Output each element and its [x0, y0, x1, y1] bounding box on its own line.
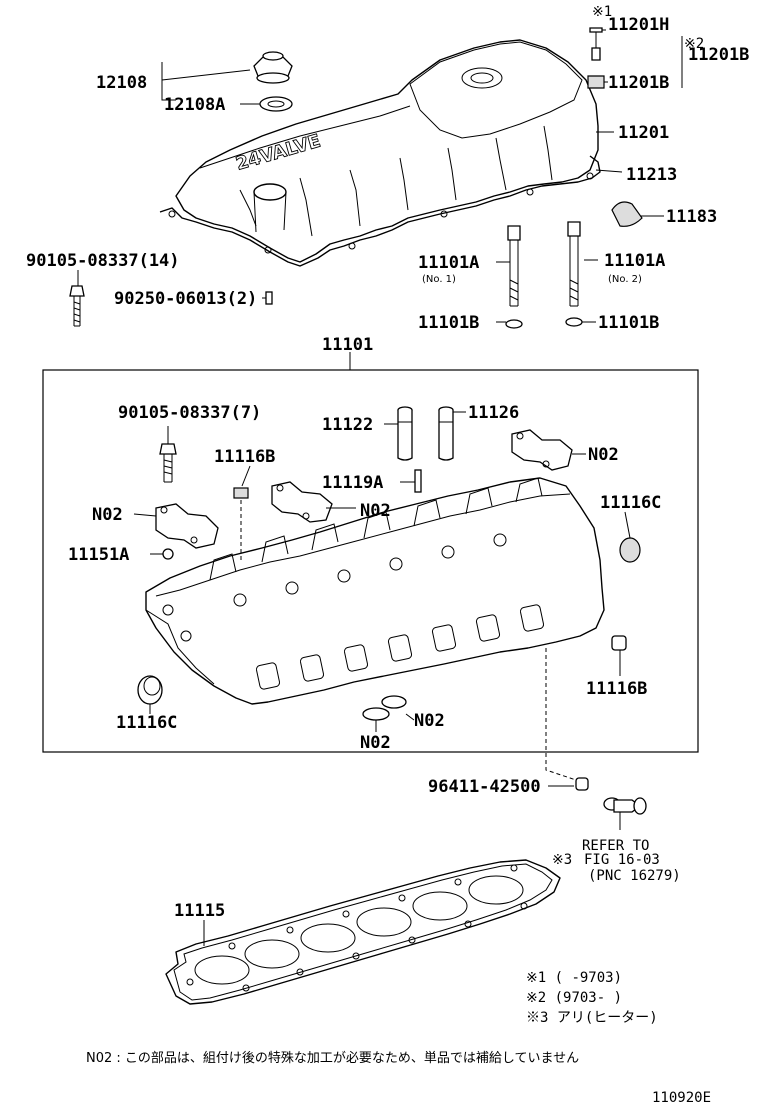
label-11101b-1: 11101B [418, 313, 479, 333]
guide-11122 [397, 406, 413, 461]
label-11126: 11126 [468, 403, 519, 423]
head-bolt-no1 [507, 225, 521, 307]
gasket-bolt-holes-head [186, 864, 528, 992]
label-n02-ring-left: N02 [360, 733, 391, 753]
gasket-bolt-holes [168, 172, 594, 254]
label-no1: (No. 1) [422, 274, 456, 285]
plug-11116b-right [611, 635, 627, 651]
washer-11101b-2 [565, 317, 583, 327]
label-11116c-left: 11116C [116, 713, 177, 733]
label-11201b-group: 11201B [688, 45, 749, 65]
label-11116b-top: 11116B [214, 447, 275, 467]
sensor-dashed-line [545, 648, 583, 783]
plug-11116c-right [619, 537, 641, 563]
part-11151a [162, 548, 174, 560]
label-11201b: 11201B [608, 73, 669, 93]
head-bores [233, 533, 507, 607]
plug-96411 [575, 777, 589, 791]
cover-embossed-text: 24VALVE [234, 131, 323, 175]
label-mark2: ※2 [684, 36, 704, 52]
temp-sensor [603, 797, 647, 830]
head-gasket-11115 [165, 859, 561, 1005]
label-12108: 12108 [96, 73, 147, 93]
oil-filler-opening [253, 183, 287, 201]
cylinder-head-subassembly-box [42, 369, 699, 753]
note-3: ※3 アリ(ヒーター) [526, 1010, 658, 1026]
leader-lines-top [77, 29, 683, 370]
footnote-n02: N02 : この部品は、組付け後の特殊な加工が必要なため、単品では補給していませ… [86, 1050, 579, 1066]
guide-11126 [438, 406, 454, 461]
label-12108a: 12108A [164, 95, 225, 115]
label-11201: 11201 [618, 123, 669, 143]
label-90105-14: 90105-08337(14) [26, 251, 180, 271]
cover-bolt-90105-14 [69, 285, 85, 327]
label-11116c-right: 11116C [600, 493, 661, 513]
label-11115: 11115 [174, 901, 225, 921]
label-pnc: (PNC 16279) [588, 868, 681, 884]
washer-11101b-1 [505, 319, 523, 329]
bearing-cap-n02-left [155, 503, 219, 549]
toyota-emblem [461, 67, 503, 89]
label-11151a: 11151A [68, 545, 129, 565]
label-90250: 90250-06013(2) [114, 289, 257, 309]
cover-ribs [199, 105, 553, 237]
valve-cover-body [175, 39, 599, 263]
label-11101b-2: 11101B [598, 313, 659, 333]
cover-dome [409, 41, 583, 139]
notes-block: ※1 ( -9703) ※2 (9703- ) ※3 アリ(ヒーター) [526, 970, 658, 1026]
part-11201b-grommet [587, 75, 605, 89]
label-11201h: 11201H [608, 15, 669, 35]
label-11101a-2: 11101A [604, 251, 665, 271]
head-ports [255, 604, 545, 690]
leader-lines-box [133, 411, 631, 732]
label-96411: 96411-42500 [428, 777, 541, 797]
label-no2: (No. 2) [608, 274, 642, 285]
pin-11119a [414, 469, 422, 493]
label-mark3: ※3 [552, 852, 572, 868]
ring-n02-left [362, 707, 390, 721]
toyota-emblem-inner [470, 72, 494, 84]
label-90105-7: 90105-08337(7) [118, 403, 261, 423]
note-1: ※1 ( -9703) [526, 970, 622, 986]
label-n02-left: N02 [92, 505, 123, 525]
label-refer-to: REFER TO [582, 838, 649, 854]
label-11101: 11101 [322, 335, 373, 355]
cap-gasket [259, 96, 293, 112]
label-11119a: 11119A [322, 473, 383, 493]
note-2: ※2 (9703- ) [526, 990, 622, 1006]
seal-90250 [265, 291, 273, 305]
oil-filler-cap [253, 51, 293, 84]
part-11201h-screw [589, 27, 603, 61]
label-n02-ring-right: N02 [414, 711, 445, 731]
label-11116b-right: 11116B [586, 679, 647, 699]
label-11213: 11213 [626, 165, 677, 185]
label-11122: 11122 [322, 415, 373, 435]
label-n02-top: N02 [588, 445, 619, 465]
part-labels: ※1 11201H ※2 11201B 11201B 12108 12108A … [26, 4, 749, 921]
label-n02-mid: N02 [360, 501, 391, 521]
bearing-cap-n02-top [511, 429, 573, 471]
label-11183: 11183 [666, 207, 717, 227]
valve-cover-group: 24VALVE [159, 39, 601, 267]
plug-11116c-left [137, 675, 163, 705]
label-fig-ref: FIG 16-03 [584, 852, 660, 868]
cylinder-head [145, 477, 605, 705]
ring-n02-right [381, 695, 407, 709]
cover-gasket [159, 155, 601, 267]
bolt-90105-7 [159, 443, 177, 483]
label-11101a-1: 11101A [418, 253, 479, 273]
figure-id: 110920E [652, 1090, 711, 1106]
head-bolt-no2 [567, 221, 581, 307]
plug-11116b-top [233, 487, 249, 499]
bearing-cap-n02-mid [271, 481, 333, 523]
part-11183-plug [611, 201, 643, 227]
label-mark1: ※1 [592, 4, 612, 20]
